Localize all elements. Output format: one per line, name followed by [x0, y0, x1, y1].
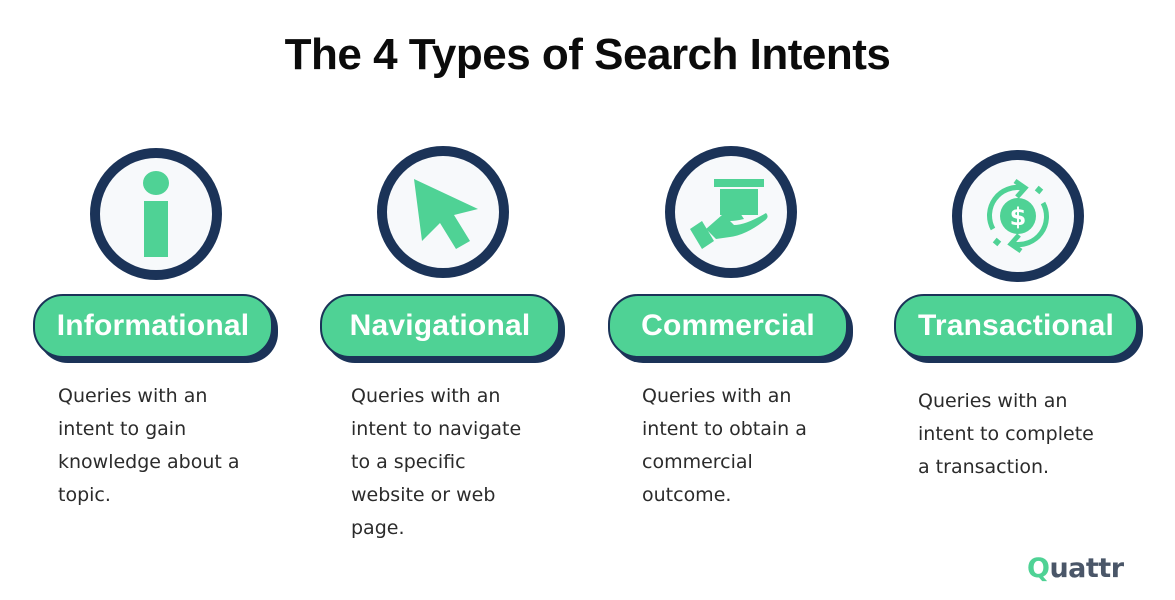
icon-circle: $ — [952, 150, 1084, 282]
intent-description: Queries with an intent to navigate to a … — [351, 385, 522, 539]
page-title: The 4 Types of Search Intents — [284, 30, 891, 79]
icon-circle — [665, 146, 797, 278]
quattr-logo: Quattr — [1027, 553, 1124, 584]
intent-description: Queries with an intent to obtain a comme… — [642, 385, 807, 506]
intent-label-transactional: Transactional — [894, 294, 1143, 363]
intent-label-navigational: Navigational — [320, 294, 565, 363]
intent-description: Queries with an intent to gain knowledge… — [58, 385, 240, 506]
cursor-arrow-icon — [414, 179, 478, 249]
hand-holding-box-icon — [690, 179, 768, 249]
dollar-exchange-icon: $ — [987, 178, 1049, 254]
icon-circle — [377, 146, 509, 278]
svg-text:$: $ — [1010, 203, 1027, 231]
intent-label-informational: Informational — [33, 294, 278, 363]
icon-circle — [90, 148, 222, 280]
intent-label-commercial: Commercial — [608, 294, 853, 363]
intent-description: Queries with an intent to complete a tra… — [918, 390, 1094, 478]
info-icon — [143, 171, 169, 257]
